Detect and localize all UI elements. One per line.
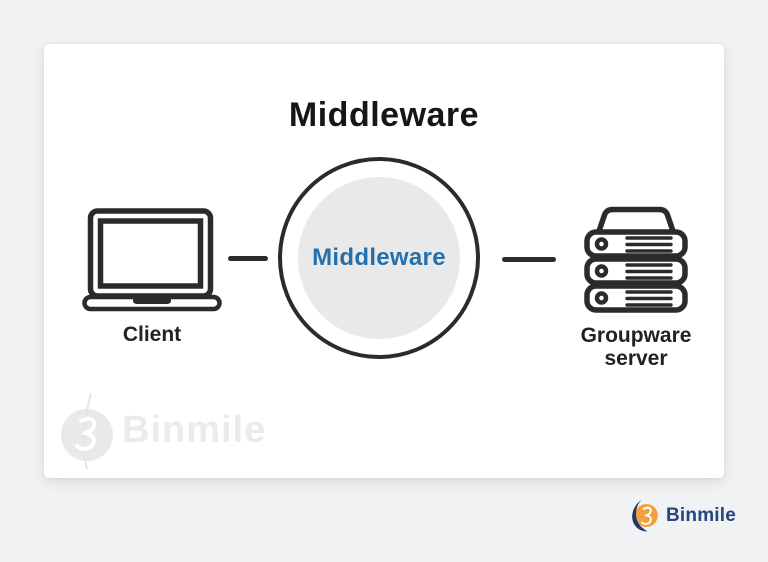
server-stack-icon — [584, 206, 688, 313]
server-label-line2: server — [604, 347, 668, 370]
server-label: Groupware server — [564, 324, 708, 370]
binmile-watermark-text: Binmile — [122, 408, 267, 451]
connector-client-middleware — [228, 256, 268, 261]
client-label: Client — [122, 323, 182, 346]
binmile-watermark: Binmile — [58, 390, 266, 470]
server-label-line1: Groupware — [580, 324, 692, 347]
binmile-logo-text: Binmile — [666, 504, 737, 526]
diagram-card: Middleware Client Middleware — [44, 44, 724, 478]
middleware-circle-fill: Middleware — [298, 177, 460, 339]
binmile-watermark-icon — [61, 392, 113, 470]
binmile-logo-icon — [632, 500, 658, 532]
middleware-circle: Middleware — [278, 157, 480, 359]
diagram-title: Middleware — [288, 96, 480, 134]
connector-middleware-server — [502, 257, 556, 262]
binmile-logo: Binmile — [630, 499, 736, 532]
laptop-icon — [82, 208, 222, 312]
middleware-label: Middleware — [312, 244, 446, 271]
